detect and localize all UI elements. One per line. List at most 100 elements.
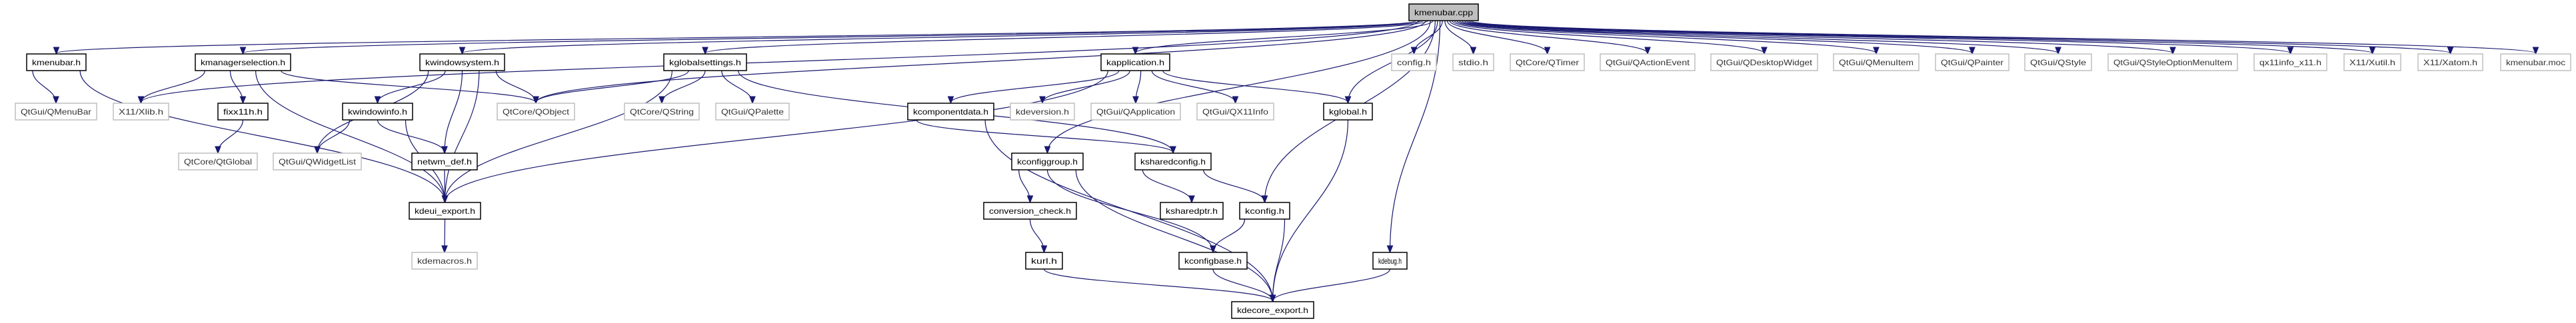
node-kconfiggroup-h[interactable]: kconfiggroup.h	[1011, 153, 1084, 170]
edge-kmenubar-cpp-to-qtgui-qactionevent	[1449, 20, 1648, 53]
node-box	[2107, 53, 2238, 71]
edge-kmanagerselection-h-to-qtcore-qobject	[281, 70, 536, 103]
edge-kconfig-h-to-kconfigbase-h	[1213, 218, 1246, 252]
node-kapplication-h[interactable]: kapplication.h	[1100, 53, 1170, 71]
node-kglobal-h[interactable]: kglobal.h	[1323, 103, 1373, 121]
node-box	[1011, 153, 1084, 170]
node-box	[1391, 53, 1437, 71]
node-netwm-def-h[interactable]: netwm_def.h	[411, 153, 478, 170]
node-kwindowinfo-h[interactable]: kwindowinfo.h	[342, 103, 413, 121]
node-label: kapplication.h	[1106, 58, 1164, 67]
node-kglobalsettings-h[interactable]: kglobalsettings.h	[663, 53, 747, 71]
node-conversion-check-h[interactable]: conversion_check.h	[983, 202, 1077, 220]
edge-kwindowsystem-h-to-kdeui-export-h	[445, 70, 480, 202]
edge-kmenubar-cpp-to-qtgui-qmenuitem	[1454, 20, 1876, 53]
node-kurl-h[interactable]: kurl.h	[1025, 252, 1063, 270]
node-label: kwindowinfo.h	[348, 107, 407, 117]
node-box	[26, 53, 87, 71]
node-label: QtGui/QActionEvent	[1606, 58, 1690, 67]
node-box	[907, 103, 994, 121]
node-box	[1323, 103, 1373, 121]
node-label: QtCore/QString	[630, 107, 694, 117]
node-ksharedconfig-h[interactable]: ksharedconfig.h	[1134, 153, 1212, 170]
node-box	[1408, 3, 1479, 21]
node-box	[1160, 202, 1224, 220]
node-box	[1178, 252, 1248, 270]
node-box	[411, 153, 478, 170]
node-label: netwm_def.h	[417, 157, 472, 166]
edge-kmenubar-cpp-to-qtgui-qpainter	[1456, 20, 1972, 53]
edge-kmenubar-cpp-to-qtgui-qstyle	[1458, 20, 2058, 53]
node-label: QtGui/QStyleOptionMenuItem	[2113, 58, 2232, 67]
edge-kwindowsystem-h-to-kwindowinfo-h	[378, 70, 446, 103]
node-box	[1090, 103, 1181, 121]
edge-fixx11h-h-to-qtcore-qtglobal	[218, 119, 244, 153]
node-box	[342, 103, 413, 121]
node-label: kurl.h	[1031, 256, 1057, 266]
node-kdecore-export-h[interactable]: kdecore_export.h	[1231, 301, 1314, 319]
node-box	[1372, 252, 1408, 270]
node-qtgui-qapplication: QtGui/QApplication	[1090, 103, 1181, 121]
node-label: kmenubar.moc	[2506, 58, 2565, 67]
edge-kapplication-h-to-qtgui-qapplication	[1136, 70, 1142, 103]
edge-kcomponentdata-h-to-ksharedconfig-h	[916, 119, 1173, 153]
edge-kconfiggroup-h-to-kconfigbase-h	[1046, 169, 1214, 252]
node-fixx11h-h[interactable]: fixx11h.h	[217, 103, 269, 121]
node-box	[178, 153, 258, 170]
node-kmanagerselection-h[interactable]: kmanagerselection.h	[195, 53, 291, 71]
node-label: kwindowsystem.h	[425, 58, 499, 67]
node-label: X11/Xutil.h	[2349, 58, 2395, 67]
edge-kmenubar-cpp-to-qtgui-qdesktopwidget	[1452, 20, 1764, 53]
node-kdeversion-h: kdeversion.h	[1010, 103, 1075, 121]
node-label: QtGui/QPalette	[721, 107, 784, 117]
node-label: stdio.h	[1458, 58, 1488, 67]
node-kmenubar-h[interactable]: kmenubar.h	[26, 53, 87, 71]
node-kcomponentdata-h[interactable]: kcomponentdata.h	[907, 103, 994, 121]
node-box	[419, 53, 505, 71]
node-label: kdecore_export.h	[1237, 306, 1308, 315]
node-qx11info-x11-h: qx11info_x11.h	[2253, 53, 2327, 71]
node-label: QtCore/QtGlobal	[184, 157, 252, 166]
node-box	[715, 103, 790, 121]
edge-kglobal-h-to-kdecore-export-h	[1273, 119, 1349, 301]
edge-kglobalsettings-h-to-qtgui-qpalette	[721, 70, 752, 103]
node-label: kglobal.h	[1329, 107, 1367, 117]
edge-kmenubar-cpp-to-qx11info-x11-h	[1464, 20, 2291, 53]
node-kwindowsystem-h[interactable]: kwindowsystem.h	[419, 53, 505, 71]
node-box	[1710, 53, 1818, 71]
node-kconfigbase-h[interactable]: kconfigbase.h	[1178, 252, 1248, 270]
node-config-h: config.h	[1391, 53, 1437, 71]
edge-kapplication-h-to-kglobal-h	[1162, 70, 1348, 103]
node-qtcore-qtglobal: QtCore/QtGlobal	[178, 153, 258, 170]
node-x11-xatom-h: X11/Xatom.h	[2417, 53, 2483, 71]
node-label: fixx11h.h	[223, 107, 263, 117]
edge-kapplication-h-to-kdeui-export-h	[445, 70, 1108, 202]
node-box	[113, 103, 169, 121]
node-label: X11/Xlib.h	[119, 107, 163, 117]
node-label: QtGui/QStyle	[2030, 58, 2086, 67]
node-label: kdeui_export.h	[415, 206, 475, 216]
node-kdeui-export-h[interactable]: kdeui_export.h	[409, 202, 481, 220]
node-label: kdemacros.h	[417, 256, 472, 266]
node-box	[2253, 53, 2327, 71]
node-ksharedptr-h[interactable]: ksharedptr.h	[1160, 202, 1224, 220]
node-label: X11/Xatom.h	[2423, 58, 2477, 67]
node-box	[1196, 103, 1274, 121]
edge-kmenubar-cpp-to-kmenubar-moc	[1471, 20, 2536, 53]
edge-kconfiggroup-h-to-kdecore-export-h	[1075, 169, 1272, 301]
edge-kglobalsettings-h-to-qtcore-qstring	[662, 70, 706, 103]
node-box	[497, 103, 575, 121]
node-kdebug-h[interactable]: kdebug.h	[1372, 252, 1408, 270]
edge-kmenubar-cpp-to-kglobalsettings-h	[705, 20, 1429, 53]
node-kmenubar-cpp[interactable]: kmenubar.cpp	[1408, 3, 1479, 21]
edge-kmenubar-cpp-to-kwindowsystem-h	[463, 20, 1424, 53]
node-label: QtGui/QApplication	[1096, 107, 1175, 117]
node-qtgui-qx11info: QtGui/QX11Info	[1196, 103, 1274, 121]
node-box	[1134, 153, 1212, 170]
node-box	[1510, 53, 1585, 71]
edge-kmenubar-cpp-to-stdio-h	[1444, 20, 1474, 53]
node-box	[1010, 103, 1075, 121]
node-kconfig-h[interactable]: kconfig.h	[1239, 202, 1290, 220]
node-box	[411, 252, 478, 270]
